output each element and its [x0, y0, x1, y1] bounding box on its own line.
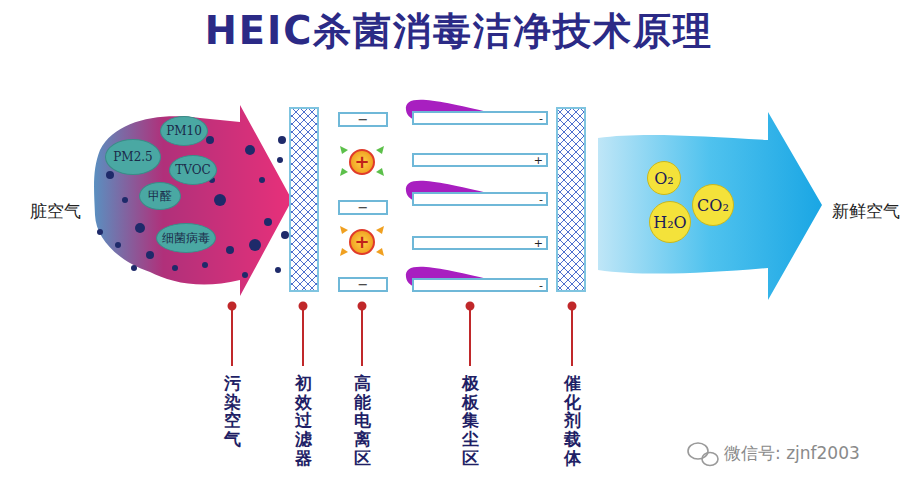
particle-bubble: TVOC: [169, 155, 217, 185]
particle-dot: [122, 197, 128, 203]
particle-dot: [281, 231, 289, 239]
particle-dot: [146, 251, 154, 259]
watermark: 微信号: zjnf2003: [724, 442, 860, 465]
node-text: +: [354, 153, 369, 171]
molecule-circle: O₂: [647, 161, 681, 195]
particle-dot: [278, 136, 286, 144]
particle-dot: [277, 157, 283, 163]
node-text: +: [534, 155, 543, 166]
particle-dot: [172, 265, 178, 271]
particles: [97, 136, 289, 278]
particle-dot: [226, 246, 234, 254]
node-text: 细菌病毒: [162, 230, 210, 247]
particle-dot: [214, 194, 226, 206]
node-text: +: [354, 233, 369, 251]
particle-dot: [242, 272, 248, 278]
particle-dot: [106, 171, 114, 179]
part-label: 初效过滤器: [295, 374, 312, 467]
diagram-title: HEIC杀菌消毒洁净技术原理: [0, 6, 918, 57]
particle-bubble: PM2.5: [105, 139, 161, 175]
particle-bubble: PM10: [160, 116, 208, 146]
part-label: 污染空气: [224, 374, 241, 449]
molecule-circle: H₂O: [649, 201, 691, 243]
particle-dot: [202, 262, 208, 268]
wechat-icon: [688, 443, 718, 466]
particle-dot: [206, 136, 214, 144]
collector-plate: -: [412, 278, 548, 292]
node-text: 甲醛: [148, 188, 172, 205]
collector-plate: +: [412, 153, 548, 167]
collector-plate: +: [412, 236, 548, 250]
collector-plate: -: [412, 192, 548, 206]
ion-plate: −: [338, 200, 388, 215]
particle-dot: [264, 218, 272, 226]
particle-dot: [97, 229, 103, 235]
ion-plate: −: [338, 112, 388, 127]
node-text: -: [539, 194, 543, 205]
catalyst-carrier: [557, 108, 585, 291]
side-label: 新鲜空气: [832, 200, 900, 223]
positive-ion: +: [349, 229, 375, 255]
node-text: H₂O: [653, 213, 686, 232]
node-text: +: [534, 238, 543, 249]
node-text: -: [539, 113, 543, 124]
fresh-air-arrow: [598, 112, 822, 300]
node-text: PM2.5: [113, 150, 152, 164]
node-text: −: [358, 278, 369, 291]
particle-dot: [135, 223, 145, 233]
particle-dot: [275, 267, 281, 273]
particle-dot: [115, 242, 121, 248]
particle-bubble: 细菌病毒: [156, 223, 216, 253]
node-text: O₂: [654, 169, 674, 188]
ion-plate: −: [338, 277, 388, 292]
part-label: 极板集尘区: [462, 374, 479, 467]
node-text: PM10: [166, 124, 202, 138]
leader-lines: [229, 303, 576, 367]
node-text: −: [358, 201, 369, 214]
node-text: -: [539, 280, 543, 291]
particle-dot: [131, 265, 137, 271]
particle-dot: [245, 145, 255, 155]
part-label: 催化剂载体: [564, 374, 581, 467]
particle-dot: [259, 177, 265, 183]
primary-filter: [290, 108, 318, 291]
part-label: 高能电离区: [354, 374, 371, 467]
side-label: 脏空气: [30, 200, 81, 223]
node-text: CO₂: [697, 196, 729, 215]
dirty-air-arrow: [94, 105, 292, 296]
particle-bubble: 甲醛: [139, 182, 181, 210]
molecule-circle: CO₂: [692, 184, 734, 226]
node-text: TVOC: [175, 163, 210, 177]
collector-plate: -: [412, 111, 548, 125]
positive-ion: +: [349, 149, 375, 175]
node-text: −: [358, 113, 369, 126]
particle-dot: [249, 239, 261, 251]
